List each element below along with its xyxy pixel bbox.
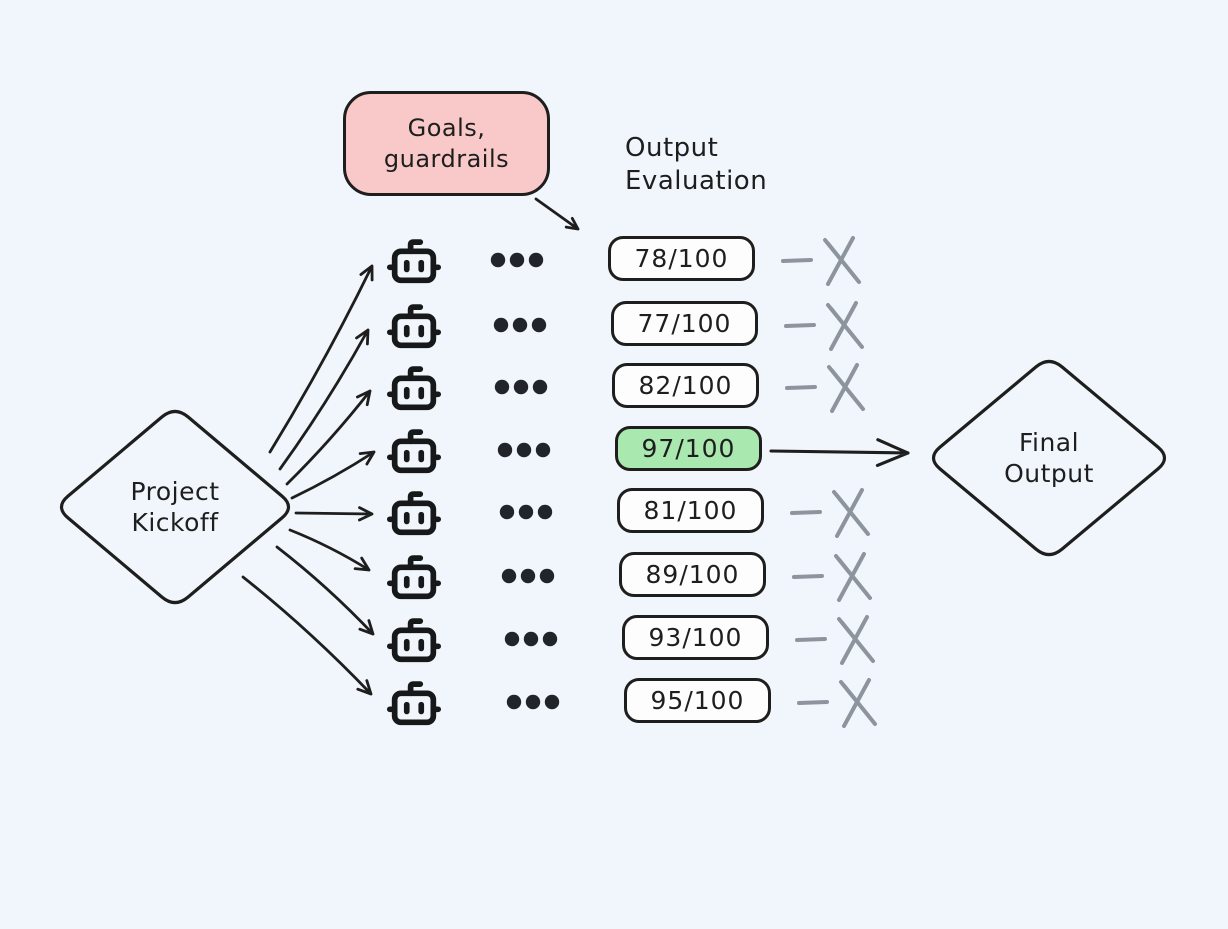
score-box[interactable]: 81/100 bbox=[617, 488, 764, 533]
reject-x-icon bbox=[783, 361, 873, 413]
output-evaluation-label: Output Evaluation bbox=[625, 132, 767, 198]
agent-row: 81/100 bbox=[0, 480, 1228, 542]
kickoff-label-line2: Kickoff bbox=[131, 508, 219, 537]
ellipsis-icon bbox=[504, 631, 558, 647]
score-box[interactable]: 89/100 bbox=[619, 552, 766, 597]
final-label-line1: Final bbox=[1018, 428, 1080, 457]
ellipsis-icon bbox=[499, 504, 553, 520]
reject-x-icon bbox=[782, 299, 872, 351]
agent-row: 95/100 bbox=[0, 670, 1228, 732]
final-output-node[interactable]: Final Output bbox=[949, 427, 1149, 489]
ellipsis-icon bbox=[501, 568, 555, 584]
evaluation-label-line1: Output bbox=[625, 133, 719, 163]
reject-x-icon bbox=[790, 550, 880, 602]
robot-icon[interactable] bbox=[384, 297, 444, 355]
project-kickoff-node[interactable]: Project Kickoff bbox=[75, 476, 275, 538]
ellipsis-icon bbox=[490, 252, 544, 268]
agent-row: 82/100 bbox=[0, 355, 1228, 417]
reject-x-icon bbox=[793, 613, 883, 665]
robot-icon[interactable] bbox=[384, 359, 444, 417]
score-box[interactable]: 95/100 bbox=[624, 678, 771, 723]
agent-row: 97/100 bbox=[0, 418, 1228, 480]
agent-row: 78/100 bbox=[0, 228, 1228, 290]
robot-icon[interactable] bbox=[384, 674, 444, 732]
ellipsis-icon bbox=[494, 379, 548, 395]
reject-x-icon bbox=[779, 234, 869, 286]
agent-row: 77/100 bbox=[0, 293, 1228, 355]
score-box-accepted[interactable]: 97/100 bbox=[615, 426, 762, 471]
score-box[interactable]: 82/100 bbox=[612, 363, 759, 408]
agent-row: 93/100 bbox=[0, 607, 1228, 669]
goals-label-line1: Goals, bbox=[407, 113, 486, 142]
goals-guardrails-node[interactable]: Goals, guardrails bbox=[343, 91, 550, 196]
evaluation-label-line2: Evaluation bbox=[625, 166, 768, 196]
robot-icon[interactable] bbox=[384, 484, 444, 542]
reject-x-icon bbox=[795, 676, 885, 728]
kickoff-label-line1: Project bbox=[130, 477, 220, 506]
ellipsis-icon bbox=[493, 317, 547, 333]
score-box[interactable]: 77/100 bbox=[611, 301, 758, 346]
score-box[interactable]: 93/100 bbox=[622, 615, 769, 660]
robot-icon[interactable] bbox=[384, 611, 444, 669]
agent-row: 89/100 bbox=[0, 544, 1228, 606]
robot-icon[interactable] bbox=[384, 232, 444, 290]
reject-x-icon bbox=[788, 486, 878, 538]
robot-icon[interactable] bbox=[384, 548, 444, 606]
score-box[interactable]: 78/100 bbox=[608, 236, 755, 281]
robot-icon[interactable] bbox=[384, 422, 444, 480]
goals-label-line2: guardrails bbox=[383, 144, 510, 173]
final-label-line2: Output bbox=[1004, 459, 1094, 488]
ellipsis-icon bbox=[506, 694, 560, 710]
ellipsis-icon bbox=[497, 442, 551, 458]
